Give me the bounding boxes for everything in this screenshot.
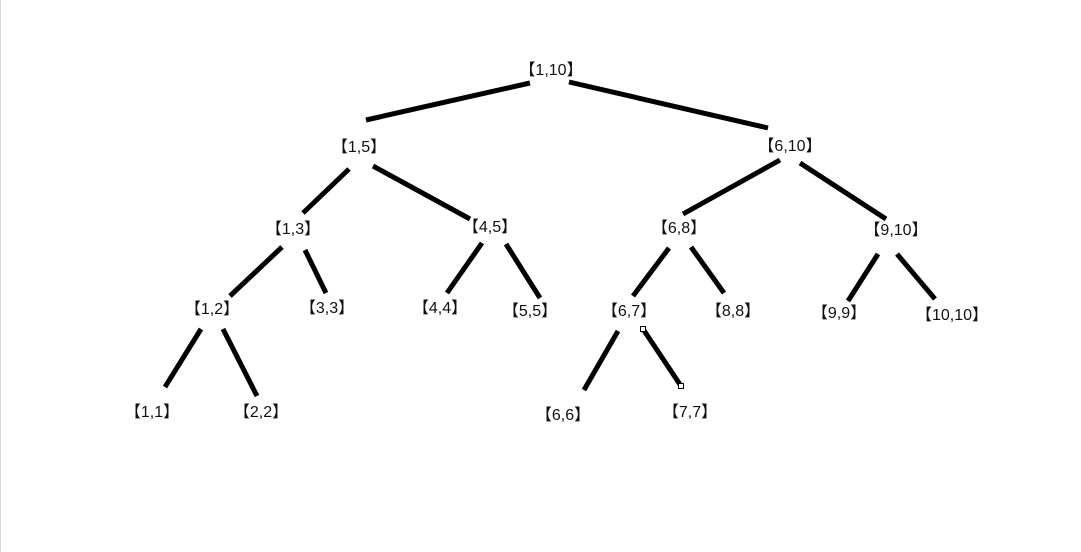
tree-node-1-5: 【1,5】 xyxy=(332,139,386,156)
edge-4_5-to-5_5[interactable] xyxy=(503,242,543,300)
tree-node-1-1: 【1,1】 xyxy=(125,404,179,421)
edge-9_10-to-10_10[interactable] xyxy=(895,252,937,301)
tree-node-6-6: 【6,6】 xyxy=(536,407,590,424)
edge-6_8-to-6_7[interactable] xyxy=(631,246,671,298)
tree-node-6-10: 【6,10】 xyxy=(758,138,821,155)
tree-node-3-3: 【3,3】 xyxy=(300,300,354,317)
edge-6_10-to-6_8[interactable] xyxy=(681,157,782,217)
tree-node-10-10: 【10,10】 xyxy=(916,307,988,324)
tree-nodes: 【1,10】【1,5】 【6,10】【1,3】 【4,5】 【6,8】 【9,10】【1… xyxy=(125,62,988,424)
tree-node-4-4: 【4,4】 xyxy=(413,300,467,317)
selection-handle-start[interactable] xyxy=(640,326,646,332)
selection-handle-end[interactable] xyxy=(678,383,684,389)
tree-node-9-10: 【9,10】 xyxy=(864,222,927,239)
edge-1_3-to-3_3[interactable] xyxy=(302,248,329,295)
tree-edges xyxy=(162,79,937,398)
tree-node-6-7: 【6,7】 xyxy=(602,303,656,320)
edge-1_3-to-1_2[interactable] xyxy=(228,245,284,298)
tree-node-2-2: 【2,2】 xyxy=(234,404,288,421)
edge-1_5-to-1_3[interactable] xyxy=(301,167,351,215)
edge-1_10-to-1_5[interactable] xyxy=(365,80,531,123)
edge-1_2-to-2_2[interactable] xyxy=(220,327,260,398)
edge-6_7-to-7_7[interactable] xyxy=(640,327,684,388)
tree-node-1-10: 【1,10】 xyxy=(519,62,582,79)
selection-handles[interactable] xyxy=(640,326,684,389)
edge-9_10-to-9_9[interactable] xyxy=(845,252,881,303)
edge-1_5-to-4_5[interactable] xyxy=(371,163,472,222)
edge-1_2-to-1_1[interactable] xyxy=(162,327,204,389)
edge-1_10-to-6_10[interactable] xyxy=(568,79,769,131)
left-border xyxy=(0,0,1,552)
tree-node-6-8: 【6,8】 xyxy=(652,220,706,237)
tree-node-7-7: 【7,7】 xyxy=(663,404,717,421)
tree-node-9-9: 【9,9】 xyxy=(812,305,866,322)
edge-4_5-to-4_4[interactable] xyxy=(444,241,485,295)
tree-node-8-8: 【8,8】 xyxy=(706,303,760,320)
tree-node-5-5: 【5,5】 xyxy=(503,303,557,320)
edge-6_8-to-8_8[interactable] xyxy=(688,245,727,295)
edge-6_10-to-9_10[interactable] xyxy=(798,160,888,222)
tree-node-1-2: 【1,2】 xyxy=(185,301,239,318)
tree-node-4-5: 【4,5】 xyxy=(463,219,517,236)
tree-node-1-3: 【1,3】 xyxy=(266,221,320,238)
edge-6_7-to-6_6[interactable] xyxy=(581,329,621,392)
